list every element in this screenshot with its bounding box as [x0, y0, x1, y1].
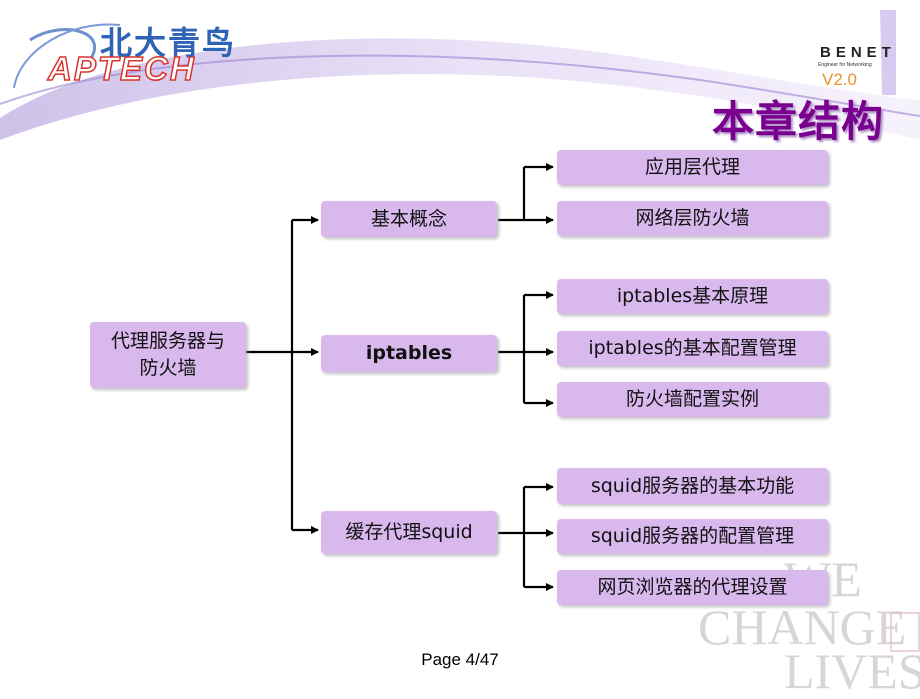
- watermark-line-3: LIVES: [784, 643, 920, 699]
- header-swoosh: [0, 10, 920, 140]
- page-number: Page 4/47: [421, 650, 499, 669]
- leaf-node: iptables的基本配置管理: [557, 331, 828, 366]
- leaf-node: squid服务器的基本功能: [557, 468, 828, 504]
- brand-tagline: Engineer for Networking: [818, 62, 872, 68]
- branch-node-squid: 缓存代理squid: [321, 511, 497, 554]
- branch-node-iptables: iptables: [321, 335, 497, 372]
- leaf-node: 应用层代理: [557, 150, 828, 185]
- leaf-node: 网页浏览器的代理设置: [557, 570, 828, 605]
- leaf-node: 网络层防火墙: [557, 201, 828, 236]
- brand-name: BENET: [820, 44, 896, 61]
- brand-logo-english: APTECH: [47, 49, 196, 88]
- page-title: 本章结构: [712, 97, 885, 146]
- branch-node-basic-concepts: 基本概念: [321, 201, 497, 237]
- leaf-node: iptables基本原理: [557, 279, 828, 314]
- watermark-line-2: CHANGE: [698, 599, 907, 655]
- seal-stamp: [890, 612, 920, 652]
- leaf-node: squid服务器的配置管理: [557, 519, 828, 554]
- root-node: 代理服务器与 防火墙: [90, 322, 246, 388]
- version-label: V2.0: [822, 70, 857, 89]
- leaf-node: 防火墙配置实例: [557, 382, 828, 417]
- brand-logo-chinese: 北大青鸟: [100, 24, 237, 62]
